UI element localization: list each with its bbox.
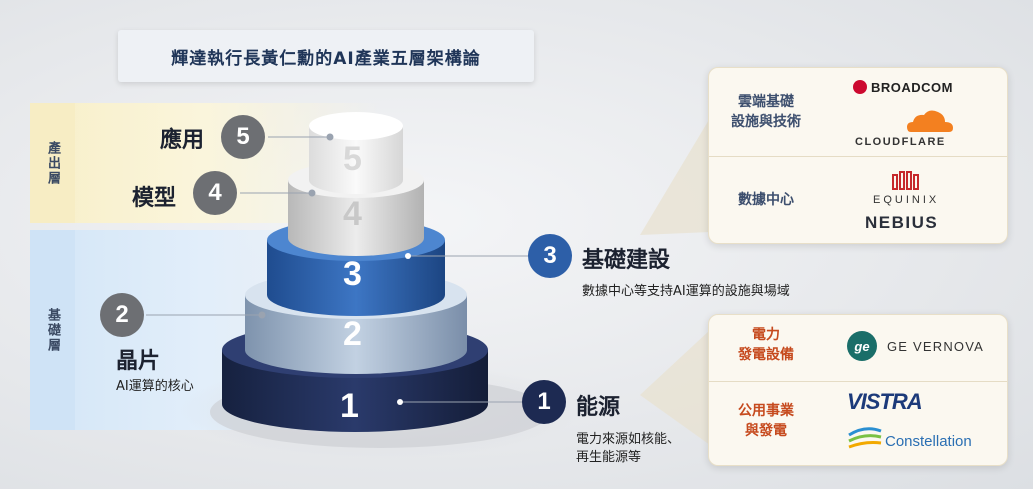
equinix-logo: EQUINIX [873, 194, 940, 206]
broadcom-logo: BROADCOM [853, 80, 953, 95]
layer-1-badge: 1 [522, 380, 566, 424]
cloudflare-logo: CLOUDFLARE [855, 136, 946, 148]
equinix-icon [892, 171, 919, 190]
title-text: 輝達執行長黃仁勳的AI產業五層架構論 [171, 48, 481, 69]
tier-number-5: 5 [343, 140, 362, 178]
layer-1-name: 能源 [576, 395, 621, 420]
foundation-layer-label: 基礎層 [30, 230, 75, 430]
layer-2-name: 晶片 [116, 349, 161, 374]
ge-vernova-logo: GE VERNOVA [887, 339, 985, 354]
cloud-row: 雲端基礎 設施與技術 BROADCOM CLOUDFLARE [709, 68, 1007, 157]
layer-2-badge: 2 [100, 293, 144, 337]
tier-number-3: 3 [343, 255, 362, 293]
layer-3-badge: 3 [528, 234, 572, 278]
utilities-row: 公用事業 與發電 VISTRA Constellation [709, 381, 1007, 465]
broadcom-icon [853, 80, 867, 94]
constellation-icon [848, 427, 882, 449]
layer-5-name: 應用 [160, 128, 205, 153]
infrastructure-panel: 雲端基礎 設施與技術 BROADCOM CLOUDFLARE 數據中心 EQUI… [708, 67, 1008, 244]
cloud-row-label: 雲端基礎 設施與技術 [731, 94, 801, 130]
layer-2-desc: AI運算的核心 [116, 379, 194, 394]
datacenter-row: 數據中心 EQUINIX NEBIUS [709, 156, 1007, 243]
tier-number-1: 1 [340, 387, 359, 425]
layer-3-name: 基礎建設 [582, 248, 671, 273]
energy-panel: 電力 發電設備 ge GE VERNOVA 公用事業 與發電 VISTRA Co… [708, 314, 1008, 466]
layer-1-desc-line1: 電力來源如核能、 [576, 432, 681, 447]
layer-3-desc: 數據中心等支持AI運算的設施與場域 [582, 284, 790, 299]
layer-4-badge: 4 [193, 171, 237, 215]
layer-1-desc-line2: 再生能源等 [576, 450, 642, 465]
power-equipment-row: 電力 發電設備 ge GE VERNOVA [709, 315, 1007, 382]
utilities-label: 公用事業 與發電 [738, 403, 794, 439]
callout-wedge-top [640, 118, 710, 235]
layer-5-badge: 5 [221, 115, 265, 159]
tier-number-2: 2 [343, 315, 362, 353]
layer-5-tier [309, 112, 403, 194]
ge-vernova-icon: ge [847, 331, 877, 361]
constellation-logo: Constellation [885, 433, 972, 450]
nebius-logo: NEBIUS [865, 213, 939, 232]
page-title: 輝達執行長黃仁勳的AI產業五層架構論 [118, 30, 534, 82]
layer-4-name: 模型 [132, 186, 177, 211]
power-equipment-label: 電力 發電設備 [738, 327, 794, 363]
callout-wedge-bottom [640, 330, 710, 445]
vistra-logo: VISTRA [847, 389, 923, 414]
connector-lines [146, 133, 528, 405]
datacenter-row-label: 數據中心 [738, 192, 794, 208]
tier-number-4: 4 [343, 195, 362, 233]
cloudflare-icon [907, 110, 953, 132]
output-layer-label: 產出層 [30, 103, 75, 223]
